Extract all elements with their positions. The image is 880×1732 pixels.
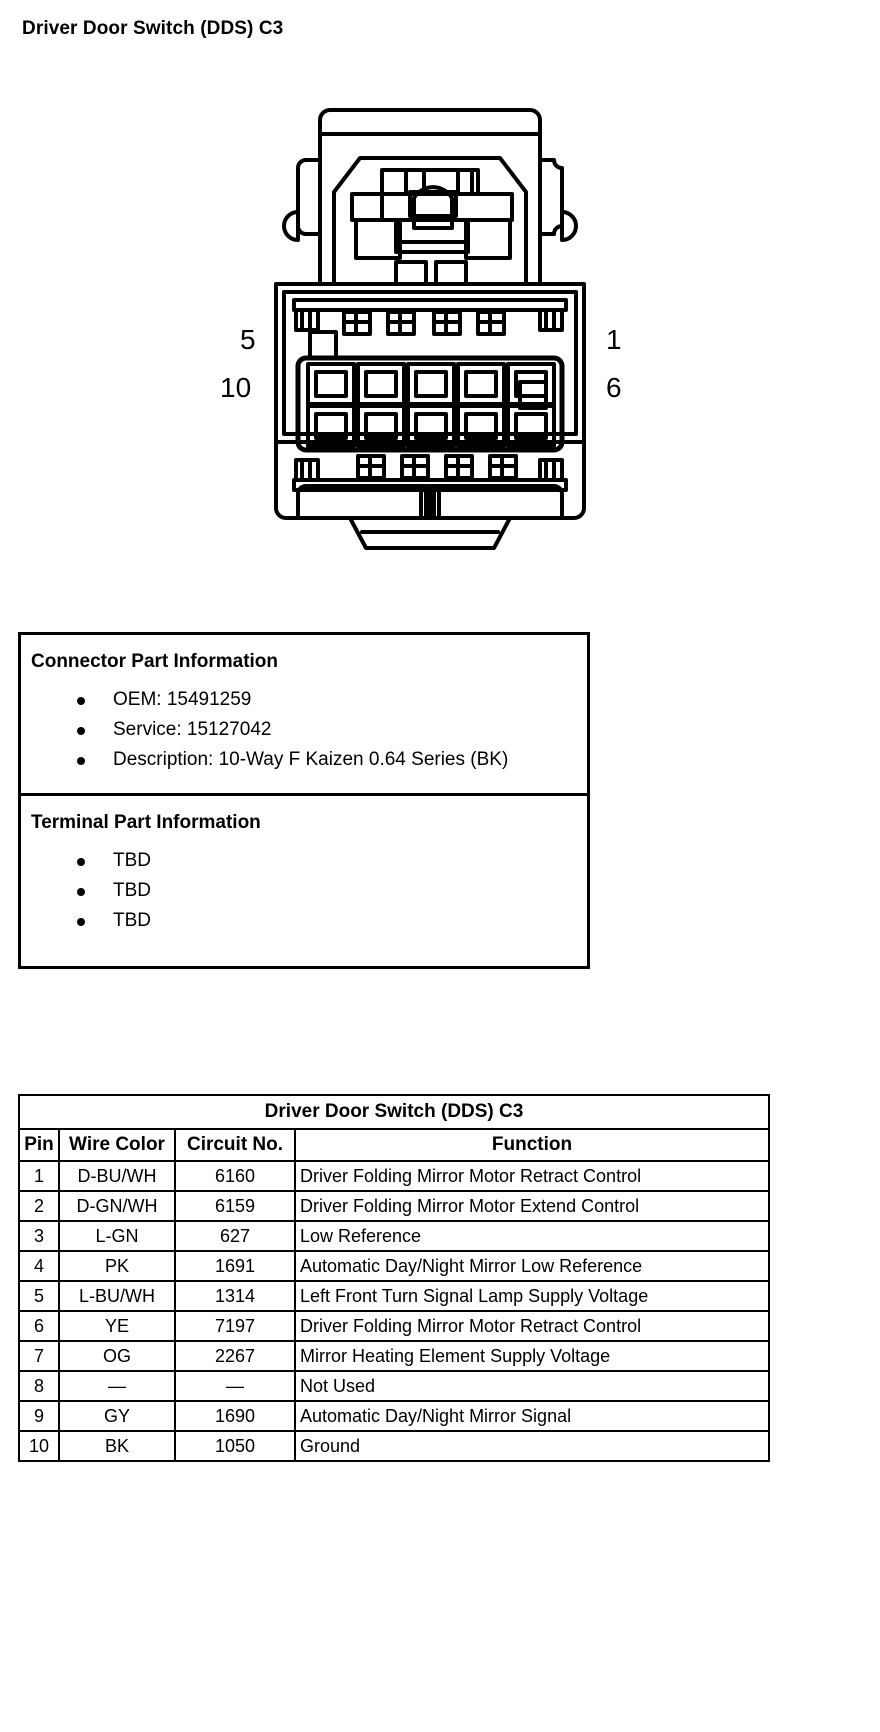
cell-wire-color: GY [58,1400,176,1432]
list-item-label: Service: 15127042 [113,719,272,740]
cell-wire-color: D-BU/WH [58,1160,176,1192]
cell-pin: 8 [18,1370,60,1402]
column-header-function: Function [294,1128,770,1162]
connector-pin-label-1: 1 [606,324,622,355]
page-title: Driver Door Switch (DDS) C3 [22,18,284,39]
table-caption-row: Driver Door Switch (DDS) C3 [18,1094,770,1130]
connector-diagram: 5 10 1 6 [210,86,650,566]
cell-circuit-no: — [174,1370,296,1402]
cell-circuit-no: 1690 [174,1400,296,1432]
cell-circuit-no: 1314 [174,1280,296,1312]
list-item: Description: 10-Way F Kaizen 0.64 Series… [21,749,587,771]
pinout-table: Driver Door Switch (DDS) C3 Pin Wire Col… [18,1094,770,1462]
cell-circuit-no: 6159 [174,1190,296,1222]
connector-pin-label-6: 6 [606,372,622,403]
list-item: OEM: 15491259 [21,689,587,711]
list-item: TBD [21,880,587,902]
cell-pin: 7 [18,1340,60,1372]
cell-function: Not Used [294,1370,770,1402]
terminal-part-information-title: Terminal Part Information [31,812,261,833]
bullet-icon [77,727,85,735]
cell-wire-color: L-BU/WH [58,1280,176,1312]
cell-pin: 3 [18,1220,60,1252]
table-row: 10 BK 1050 Ground [18,1430,770,1462]
table-row: 7 OG 2267 Mirror Heating Element Supply … [18,1340,770,1372]
list-item-label: TBD [113,850,151,871]
bullet-icon [77,888,85,896]
cell-circuit-no: 1691 [174,1250,296,1282]
cell-circuit-no: 1050 [174,1430,296,1462]
cell-function: Mirror Heating Element Supply Voltage [294,1340,770,1372]
list-item-label: Description: 10-Way F Kaizen 0.64 Series… [113,749,509,770]
cell-wire-color: D-GN/WH [58,1190,176,1222]
cell-function: Driver Folding Mirror Motor Retract Cont… [294,1310,770,1342]
cell-function: Automatic Day/Night Mirror Signal [294,1400,770,1432]
cell-function: Low Reference [294,1220,770,1252]
table-row: 3 L-GN 627 Low Reference [18,1220,770,1252]
table-row: 1 D-BU/WH 6160 Driver Folding Mirror Mot… [18,1160,770,1192]
cell-pin: 9 [18,1400,60,1432]
cell-circuit-no: 7197 [174,1310,296,1342]
connector-part-information-title: Connector Part Information [31,651,279,672]
table-row: 6 YE 7197 Driver Folding Mirror Motor Re… [18,1310,770,1342]
terminal-part-information-section: Terminal Part Information TBD TBD TBD [21,796,587,966]
cell-function: Left Front Turn Signal Lamp Supply Volta… [294,1280,770,1312]
cell-function: Driver Folding Mirror Motor Retract Cont… [294,1160,770,1192]
cell-wire-color: L-GN [58,1220,176,1252]
cell-pin: 2 [18,1190,60,1222]
table-row: 8 — — Not Used [18,1370,770,1402]
bullet-icon [77,697,85,705]
connector-pin-label-5: 5 [240,324,256,355]
cell-circuit-no: 2267 [174,1340,296,1372]
list-item: Service: 15127042 [21,719,587,741]
table-row: 5 L-BU/WH 1314 Left Front Turn Signal La… [18,1280,770,1312]
list-item: TBD [21,850,587,872]
list-item: TBD [21,910,587,932]
cell-wire-color: YE [58,1310,176,1342]
table-caption: Driver Door Switch (DDS) C3 [18,1094,770,1130]
cell-wire-color: BK [58,1430,176,1462]
cell-wire-color: OG [58,1340,176,1372]
bullet-icon [77,918,85,926]
connector-drawing-svg [274,108,586,550]
list-item-label: TBD [113,880,151,901]
part-information-panel: Connector Part Information OEM: 15491259… [18,632,590,969]
table-row: 2 D-GN/WH 6159 Driver Folding Mirror Mot… [18,1190,770,1222]
table-row: 4 PK 1691 Automatic Day/Night Mirror Low… [18,1250,770,1282]
cell-function: Driver Folding Mirror Motor Extend Contr… [294,1190,770,1222]
list-item-label: OEM: 15491259 [113,689,252,710]
table-row: 9 GY 1690 Automatic Day/Night Mirror Sig… [18,1400,770,1432]
column-header-wire-color: Wire Color [58,1128,176,1162]
list-item-label: TBD [113,910,151,931]
cell-pin: 5 [18,1280,60,1312]
table-header-row: Pin Wire Color Circuit No. Function [18,1128,770,1162]
column-header-circuit-no: Circuit No. [174,1128,296,1162]
bullet-icon [77,858,85,866]
cell-pin: 10 [18,1430,60,1462]
bullet-icon [77,757,85,765]
cell-wire-color: — [58,1370,176,1402]
connector-part-information-section: Connector Part Information OEM: 15491259… [21,635,587,796]
cell-pin: 1 [18,1160,60,1192]
cell-circuit-no: 627 [174,1220,296,1252]
terminal-part-list: TBD TBD TBD [21,850,587,932]
cell-pin: 6 [18,1310,60,1342]
connector-pin-label-10: 10 [220,372,252,403]
cell-wire-color: PK [58,1250,176,1282]
cavity-grid [306,362,556,448]
connector-part-list: OEM: 15491259 Service: 15127042 Descript… [21,689,587,771]
cell-function: Automatic Day/Night Mirror Low Reference [294,1250,770,1282]
cell-pin: 4 [18,1250,60,1282]
cell-function: Ground [294,1430,770,1462]
column-header-pin: Pin [18,1128,60,1162]
cell-circuit-no: 6160 [174,1160,296,1192]
